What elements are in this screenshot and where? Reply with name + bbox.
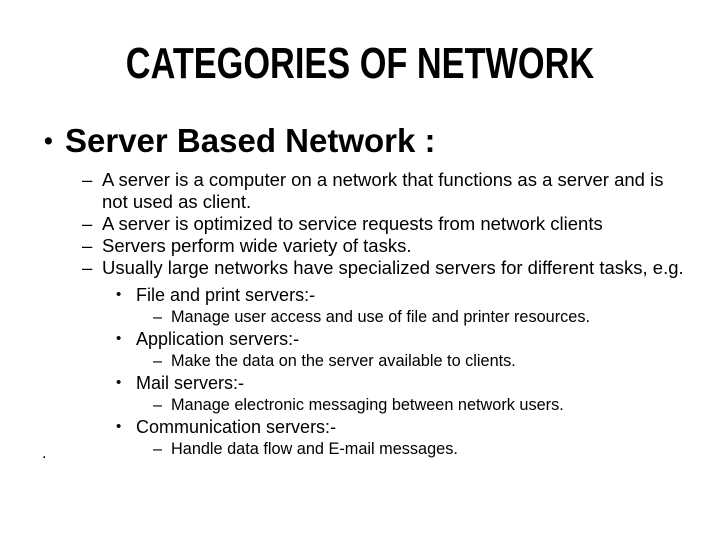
points-list: – A server is a computer on a network th… — [0, 169, 720, 279]
list-item: – Servers perform wide variety of tasks. — [0, 235, 720, 257]
list-item: – Handle data flow and E-mail messages. — [0, 438, 720, 460]
server-type-label: Communication servers:- — [136, 417, 337, 437]
dash-icon: – — [153, 396, 163, 414]
server-type-detail: Handle data flow and E-mail messages. — [171, 440, 458, 458]
server-type-detail: Manage electronic messaging between netw… — [171, 396, 564, 414]
server-type-label: Mail servers:- — [136, 373, 245, 393]
point-text: A server is a computer on a network that… — [102, 169, 664, 212]
point-text: A server is optimized to service request… — [102, 213, 603, 234]
dash-icon: – — [153, 440, 163, 458]
server-type-detail: Make the data on the server available to… — [171, 352, 516, 370]
list-item: • File and print servers:- — [0, 284, 720, 306]
slide-title: CATEGORIES OF NETWORK — [125, 39, 595, 88]
server-type-label: File and print servers:- — [136, 285, 316, 305]
server-type-label: Application servers:- — [136, 329, 300, 349]
list-item: – Usually large networks have specialize… — [0, 257, 720, 279]
dash-icon: – — [153, 308, 163, 326]
dash-icon: – — [82, 213, 93, 234]
list-item: • Communication servers:- — [0, 416, 720, 438]
list-item: • Mail servers:- — [0, 372, 720, 394]
dash-icon: – — [82, 235, 93, 256]
bullet-icon: • — [116, 286, 122, 303]
list-item: – Manage user access and use of file and… — [0, 306, 720, 328]
bullet-icon: • — [116, 418, 122, 435]
server-types-list: • File and print servers:- – Manage user… — [0, 284, 720, 460]
dash-icon: – — [82, 169, 93, 190]
heading-text: Server Based Network : — [65, 122, 436, 159]
dash-icon: – — [82, 257, 93, 278]
list-item: • Application servers:- — [0, 328, 720, 350]
server-type-detail: Manage user access and use of file and p… — [171, 308, 591, 326]
point-text: Usually large networks have specialized … — [102, 257, 684, 278]
list-item: – Manage electronic messaging between ne… — [0, 394, 720, 416]
point-text: Servers perform wide variety of tasks. — [102, 235, 412, 256]
list-item: – Make the data on the server available … — [0, 350, 720, 372]
bullet-icon: • — [44, 127, 53, 155]
list-item: – A server is optimized to service reque… — [0, 213, 720, 235]
dash-icon: – — [153, 352, 163, 370]
list-item: – A server is a computer on a network th… — [0, 169, 720, 213]
stray-period: . — [42, 445, 47, 462]
bullet-icon: • — [116, 330, 122, 347]
bullet-icon: • — [116, 374, 122, 391]
heading-row: • Server Based Network : — [0, 124, 720, 158]
